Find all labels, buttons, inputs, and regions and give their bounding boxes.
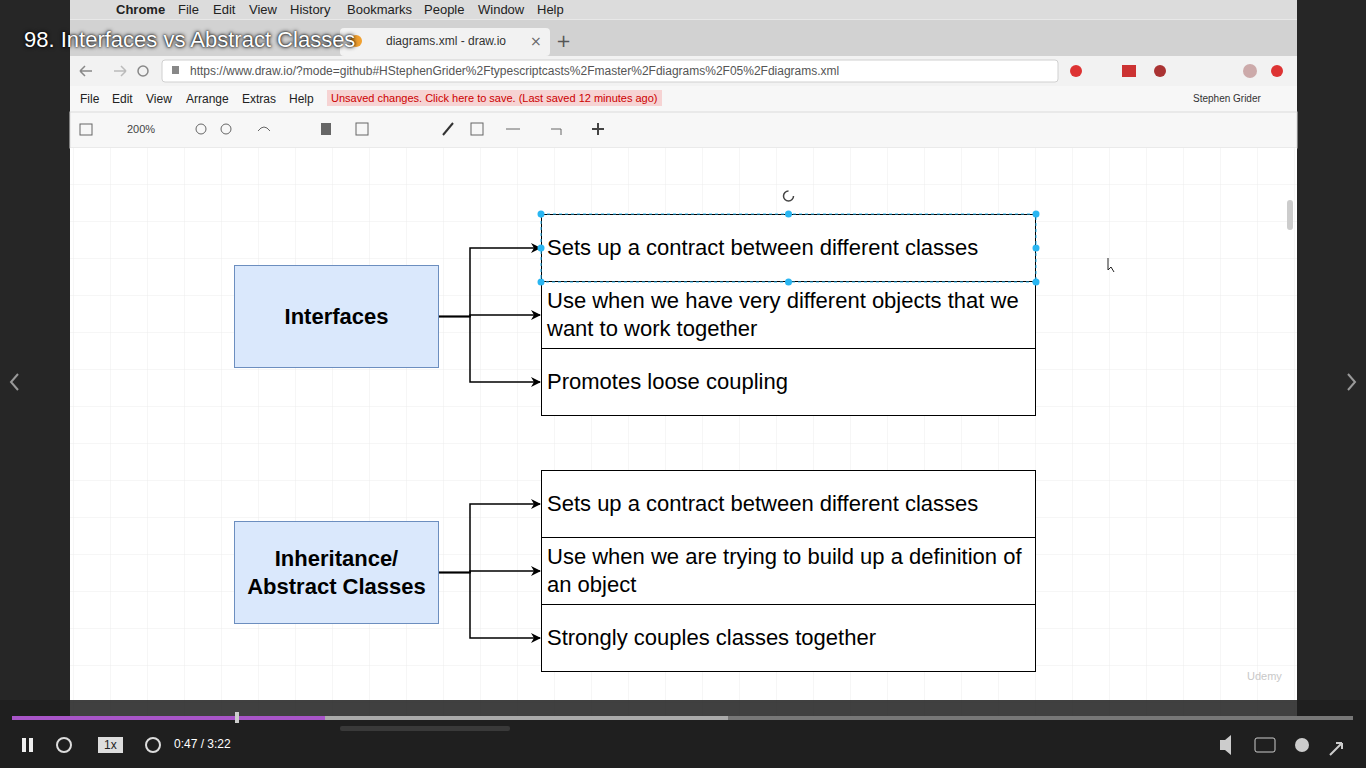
statement-box: Sets up a contract between different cla… [541, 214, 1036, 282]
url-text: https://www.draw.io/?mode=github#HStephe… [190, 64, 839, 78]
box-text: Sets up a contract between different cla… [547, 234, 978, 262]
statement-box: Strongly couples classes together [541, 604, 1036, 672]
menu-item: Edit [213, 2, 235, 17]
menu-item: Help [537, 2, 564, 17]
menu-item: View [146, 92, 172, 106]
menu-item: Help [289, 92, 314, 106]
svg-text:+: + [556, 30, 571, 51]
connector-arrow [439, 571, 540, 573]
connector-arrow [439, 248, 540, 317]
speed-button: 1x [98, 737, 123, 753]
menu-item: Edit [112, 92, 133, 106]
menu-item: History [290, 2, 330, 17]
box-text: Inheritance/ Abstract Classes [235, 545, 438, 601]
selection-outline [541, 214, 1036, 282]
box-text: Promotes loose coupling [547, 368, 788, 396]
statement-box: Promotes loose coupling [541, 348, 1036, 416]
save-warning: Unsaved changes. Click here to save. (La… [327, 90, 662, 106]
connector-arrow [439, 573, 540, 639]
box-text: Strongly couples classes together [547, 624, 876, 652]
menu-item: Arrange [186, 92, 229, 106]
watermark: Udemy [1247, 670, 1282, 682]
menu-item: Window [478, 2, 524, 17]
app-name: Chrome [116, 2, 165, 17]
box-text: Sets up a contract between different cla… [547, 490, 978, 518]
tab-title: diagrams.xml - draw.io [386, 34, 506, 48]
box-text: Use when we have very different objects … [547, 287, 1030, 343]
concept-box: Interfaces [234, 265, 439, 368]
menu-item: View [249, 2, 277, 17]
zoom-level: 200% [127, 123, 155, 135]
connector-arrow [439, 504, 540, 573]
time-display: 0:47 / 3:22 [174, 737, 231, 751]
statement-box: Sets up a contract between different cla… [541, 470, 1036, 538]
menu-item: People [424, 2, 464, 17]
rotate-handle [784, 191, 794, 201]
user-name: Stephen Grider [1193, 93, 1261, 104]
box-text: Use when we are trying to build up a def… [547, 543, 1030, 599]
menu-item: File [178, 2, 199, 17]
menu-item: File [80, 92, 99, 106]
statement-box: Use when we have very different objects … [541, 281, 1036, 349]
concept-box: Inheritance/ Abstract Classes [234, 521, 439, 624]
menu-item: Bookmarks [347, 2, 412, 17]
video-title: 98. Interfaces vs Abstract Classes [24, 27, 355, 53]
menu-item: Extras [242, 92, 276, 106]
statement-box: Use when we are trying to build up a def… [541, 537, 1036, 605]
box-text: Interfaces [285, 303, 389, 331]
svg-text:×: × [530, 33, 542, 49]
connector-arrow [439, 317, 540, 383]
connector-arrow [439, 315, 540, 317]
